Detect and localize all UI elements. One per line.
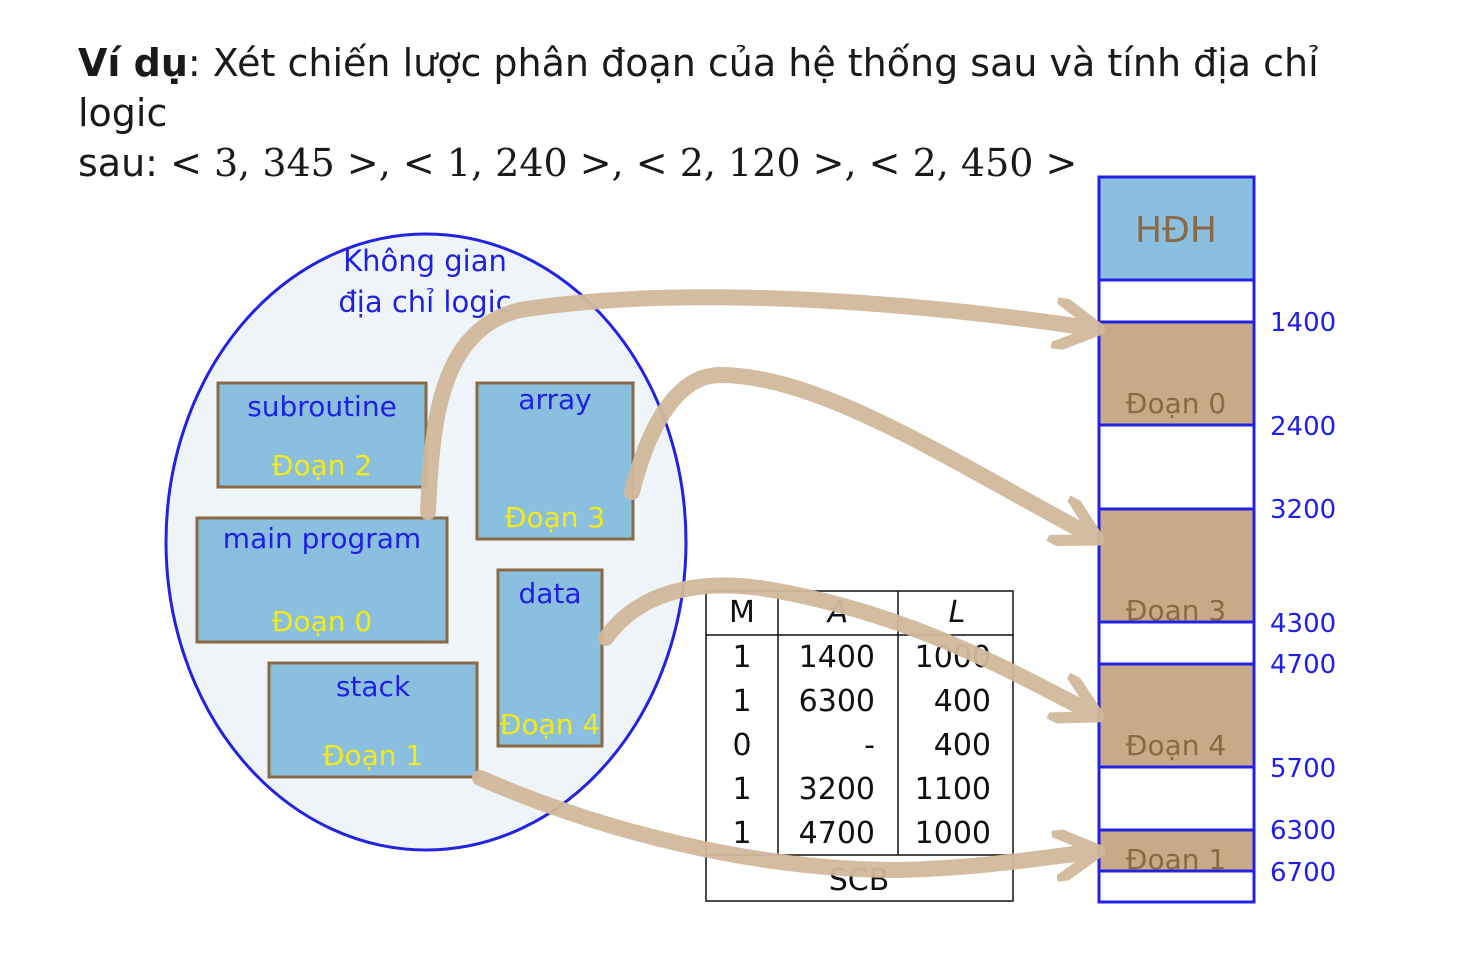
scb-cell-2-a: - bbox=[864, 728, 875, 763]
logical-space-title-1: Không gian bbox=[343, 244, 507, 278]
heading: Ví dụ: Xét chiến lược phân đoạn của hệ t… bbox=[78, 38, 1408, 188]
scb-cell-3-a: 3200 bbox=[799, 772, 875, 807]
physical-memory: HĐH Đoạn 0 Đoạn 3 Đoạn 4 Đoạn 1 bbox=[1097, 175, 1256, 904]
memory-free-3 bbox=[1097, 620, 1256, 666]
os-block bbox=[1097, 175, 1256, 282]
memory-block-seg1 bbox=[1097, 828, 1256, 873]
address-6700: 6700 bbox=[1270, 858, 1336, 888]
memory-block-seg3 bbox=[1097, 507, 1256, 624]
subroutine-name: subroutine bbox=[247, 390, 397, 423]
arrow-seg1-to-memory bbox=[472, 770, 1090, 870]
main-program-name: main program bbox=[223, 522, 421, 555]
heading-line-1: Ví dụ: Xét chiến lược phân đoạn của hệ t… bbox=[78, 38, 1408, 138]
address-6300: 6300 bbox=[1270, 816, 1336, 846]
segment-data: data Đoạn 4 bbox=[496, 568, 604, 748]
scb-cell-2-l: 400 bbox=[934, 728, 991, 763]
data-label: Đoạn 4 bbox=[500, 708, 600, 741]
data-name: data bbox=[518, 577, 581, 610]
arrow-seg4-to-memory bbox=[598, 577, 1090, 712]
stack-name: stack bbox=[336, 670, 411, 703]
logical-addresses: < 3, 345 >, < 1, 240 >, < 2, 120 >, < 2,… bbox=[170, 141, 1078, 185]
array-label: Đoạn 3 bbox=[505, 501, 605, 534]
stack-label: Đoạn 1 bbox=[323, 739, 423, 772]
heading-text: : Xét chiến lược phân đoạn của hệ thống … bbox=[78, 41, 1319, 135]
heading-line-2: sau: < 3, 345 >, < 1, 240 >, < 2, 120 >,… bbox=[78, 138, 1408, 188]
heading-lead: Ví dụ bbox=[78, 41, 188, 85]
memory-free-2 bbox=[1097, 423, 1256, 511]
segment-array: array Đoạn 3 bbox=[475, 381, 635, 541]
address-4300: 4300 bbox=[1270, 609, 1336, 639]
segment-stack: stack Đoạn 1 bbox=[267, 661, 479, 779]
subroutine-label: Đoạn 2 bbox=[272, 449, 372, 482]
scb-cell-4-a: 4700 bbox=[799, 816, 875, 851]
scb-cell-3-l: 1100 bbox=[915, 772, 991, 807]
address-4700: 4700 bbox=[1270, 650, 1336, 680]
scb-header-m: M bbox=[729, 595, 755, 630]
segment-subroutine: subroutine Đoạn 2 bbox=[216, 381, 428, 489]
memory-seg4-label: Đoạn 4 bbox=[1126, 729, 1226, 762]
address-1400: 1400 bbox=[1270, 308, 1336, 338]
address-2400: 2400 bbox=[1270, 412, 1336, 442]
address-3200: 3200 bbox=[1270, 495, 1336, 525]
scb-cell-0-m: 1 bbox=[732, 640, 751, 675]
scb-cell-1-m: 1 bbox=[732, 684, 751, 719]
scb-cell-1-l: 400 bbox=[934, 684, 991, 719]
scb-cell-2-m: 0 bbox=[732, 728, 751, 763]
array-name: array bbox=[518, 383, 591, 416]
os-label: HĐH bbox=[1135, 210, 1217, 251]
memory-block-seg0 bbox=[1097, 320, 1256, 427]
logical-space-title-2: địa chỉ logic bbox=[338, 285, 511, 319]
scb-cell-4-m: 1 bbox=[732, 816, 751, 851]
arrow-seg0-to-memory bbox=[420, 289, 1090, 520]
scb-header-l: L bbox=[949, 595, 966, 630]
main-program-label: Đoạn 0 bbox=[272, 605, 372, 638]
memory-free-4 bbox=[1097, 765, 1256, 832]
scb-cell-3-m: 1 bbox=[732, 772, 751, 807]
scb-cell-0-a: 1400 bbox=[799, 640, 875, 675]
memory-free-5 bbox=[1097, 869, 1256, 904]
scb-cell-4-l: 1000 bbox=[915, 816, 991, 851]
segment-main-program: main program Đoạn 0 bbox=[195, 516, 449, 644]
memory-seg0-label: Đoạn 0 bbox=[1126, 387, 1226, 420]
arrow-seg3-to-memory bbox=[624, 366, 1090, 535]
heading-line2-prefix: sau: bbox=[78, 141, 171, 185]
scb-cell-1-a: 6300 bbox=[799, 684, 875, 719]
address-5700: 5700 bbox=[1270, 754, 1336, 784]
memory-free-1 bbox=[1097, 278, 1256, 324]
